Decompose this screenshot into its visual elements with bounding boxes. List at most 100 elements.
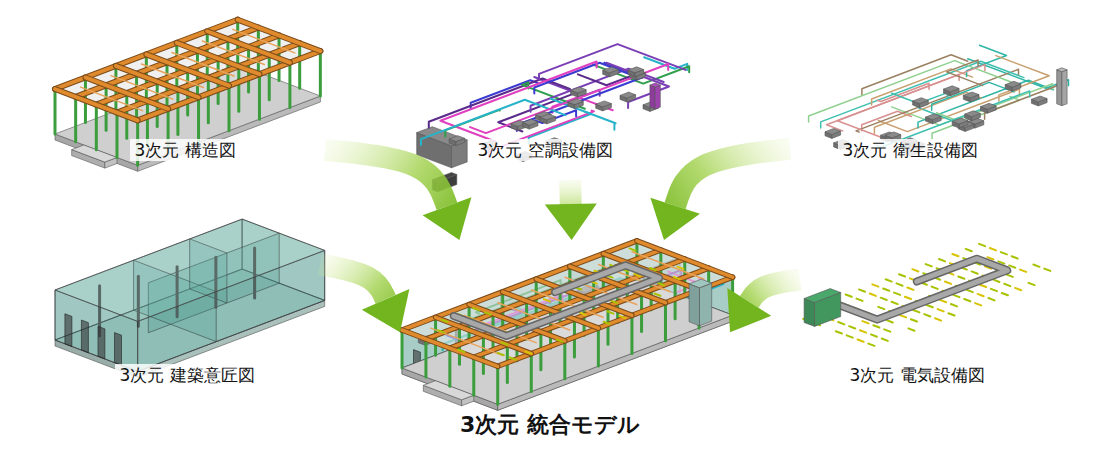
light-fixture <box>964 299 970 301</box>
light-fixture <box>894 293 900 295</box>
light-fixture <box>1015 288 1021 290</box>
sub-beam <box>202 41 264 65</box>
ground-slab <box>72 145 117 162</box>
floor-plate <box>55 20 320 121</box>
ground-slab <box>55 65 320 166</box>
light-fixture <box>935 318 941 320</box>
light-fixture <box>967 290 973 292</box>
architecture-model <box>55 219 325 377</box>
light-fixture <box>878 307 884 309</box>
model-label: 3次元 構造図 <box>130 139 239 161</box>
equipment-unit <box>650 85 655 109</box>
light-fixture <box>1002 293 1008 295</box>
door <box>81 320 88 353</box>
column <box>258 74 261 119</box>
light-fixture <box>881 298 887 300</box>
light-fixture <box>544 299 550 301</box>
light-fixture <box>886 279 892 281</box>
light-fixture <box>872 284 878 286</box>
column <box>597 328 600 366</box>
light-fixture <box>674 277 680 279</box>
column <box>115 113 118 158</box>
light-fixture <box>892 302 898 304</box>
electrical-model <box>803 244 1050 346</box>
flow-arrow-shaft <box>675 149 790 206</box>
light-fixture <box>1004 284 1010 286</box>
sub-beam <box>172 52 234 76</box>
light-fixture <box>525 351 531 353</box>
equipment-unit <box>885 132 901 138</box>
light-fixture <box>979 244 985 246</box>
flow-arrow <box>320 264 409 332</box>
light-fixture <box>966 249 972 251</box>
equipment-unit <box>981 103 997 109</box>
column <box>176 89 179 134</box>
light-fixture <box>862 321 868 323</box>
light-fixture <box>485 312 491 314</box>
light-fixture <box>951 304 957 306</box>
light-fixture <box>604 322 610 324</box>
light-fixture <box>873 325 879 327</box>
model-label: 3次元 空調設備図 <box>473 139 616 161</box>
equipment-unit <box>926 114 942 120</box>
light-fixture <box>860 330 866 332</box>
pipe-run <box>947 60 983 86</box>
light-fixture <box>510 357 516 359</box>
equipment-unit <box>568 99 584 105</box>
column <box>207 78 210 123</box>
flow-arrow-head <box>423 197 472 240</box>
light-fixture <box>940 300 946 302</box>
light-fixture <box>650 268 656 270</box>
light-fixture <box>924 314 930 316</box>
pipe-run <box>862 111 912 131</box>
flow-arrow <box>545 180 597 240</box>
equipment-unit <box>944 86 960 92</box>
equipment-unit <box>913 98 929 104</box>
pipe-run <box>445 110 500 136</box>
equipment-unit <box>1005 81 1021 87</box>
light-fixture <box>945 282 951 284</box>
sub-beam <box>81 87 143 111</box>
column <box>664 303 667 341</box>
light-fixture <box>958 276 964 278</box>
column <box>496 366 499 404</box>
column <box>630 315 633 353</box>
pipe-run <box>821 61 1024 128</box>
pipe-run <box>837 75 959 139</box>
column <box>237 66 240 111</box>
light-fixture <box>988 298 994 300</box>
light-fixture <box>887 320 893 322</box>
light-fixture <box>836 331 842 333</box>
light-fixture <box>868 344 874 346</box>
light-fixture <box>980 285 986 287</box>
light-fixture <box>847 335 853 337</box>
sub-beam <box>141 64 203 88</box>
riser <box>1062 70 1067 106</box>
light-fixture <box>580 313 586 315</box>
stair-core <box>700 283 712 326</box>
pipe-run <box>918 80 1054 128</box>
light-fixture <box>871 334 877 336</box>
light-fixture <box>1001 252 1007 254</box>
model-panel: 3次元 統合モデル <box>400 240 730 445</box>
equipment-unit <box>417 127 468 146</box>
model-panel: 3次元 空調設備図 <box>405 25 700 180</box>
sub-beam <box>111 76 173 100</box>
light-fixture <box>501 342 507 344</box>
light-fixture <box>658 283 664 285</box>
flow-arrow-shaft <box>749 280 800 302</box>
light-fixture <box>1012 256 1018 258</box>
column <box>54 89 57 134</box>
light-fixture <box>1033 265 1039 267</box>
equipment-unit <box>620 92 636 98</box>
light-fixture <box>926 264 932 266</box>
cable-tray <box>454 265 659 336</box>
column <box>401 330 404 368</box>
cable-tray <box>829 259 1007 320</box>
equipment-unit <box>596 101 612 107</box>
light-fixture <box>975 303 981 305</box>
equipment-unit <box>571 87 587 93</box>
light-fixture <box>905 297 911 299</box>
light-fixture <box>912 269 918 271</box>
pipe-run <box>996 56 1049 101</box>
